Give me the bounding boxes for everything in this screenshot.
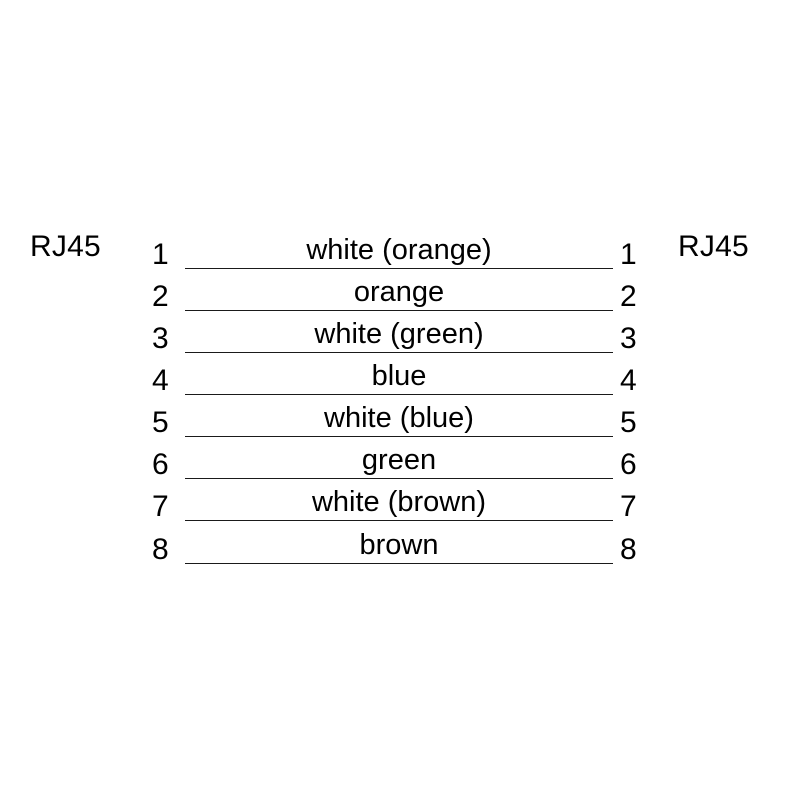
left-connector-label: RJ45 bbox=[30, 230, 101, 263]
wire-line bbox=[185, 436, 613, 437]
pin-number-left: 4 bbox=[152, 364, 169, 397]
pin-number-left: 5 bbox=[152, 406, 169, 439]
wire-color-label: white (orange) bbox=[306, 234, 492, 266]
pin-number-right: 7 bbox=[620, 490, 637, 523]
wire-color-label: white (green) bbox=[314, 318, 484, 350]
wire-line bbox=[185, 310, 613, 311]
pin-number-right: 2 bbox=[620, 280, 637, 313]
pin-number-left: 8 bbox=[152, 533, 169, 566]
wire-line bbox=[185, 352, 613, 353]
wire-color-label: green bbox=[361, 444, 437, 476]
pin-number-right: 1 bbox=[620, 238, 637, 271]
wire-line bbox=[185, 520, 613, 521]
wire-color-label: white (brown) bbox=[311, 486, 487, 518]
pin-number-left: 3 bbox=[152, 322, 169, 355]
pin-number-left: 1 bbox=[152, 238, 169, 271]
right-connector-label: RJ45 bbox=[678, 230, 749, 263]
pin-number-left: 2 bbox=[152, 280, 169, 313]
pin-number-right: 3 bbox=[620, 322, 637, 355]
wire-line bbox=[185, 394, 613, 395]
wire-color-label: blue bbox=[371, 360, 427, 392]
wire-color-label: orange bbox=[353, 276, 445, 308]
pin-number-right: 8 bbox=[620, 533, 637, 566]
wire-color-label: brown bbox=[359, 529, 439, 561]
wire-line bbox=[185, 478, 613, 479]
wire-line bbox=[185, 268, 613, 269]
wire-color-label: white (blue) bbox=[324, 402, 474, 434]
pin-number-left: 6 bbox=[152, 448, 169, 481]
pin-number-right: 5 bbox=[620, 406, 637, 439]
pin-number-right: 4 bbox=[620, 364, 637, 397]
wire-line bbox=[185, 563, 613, 564]
pin-number-left: 7 bbox=[152, 490, 169, 523]
pin-number-right: 6 bbox=[620, 448, 637, 481]
